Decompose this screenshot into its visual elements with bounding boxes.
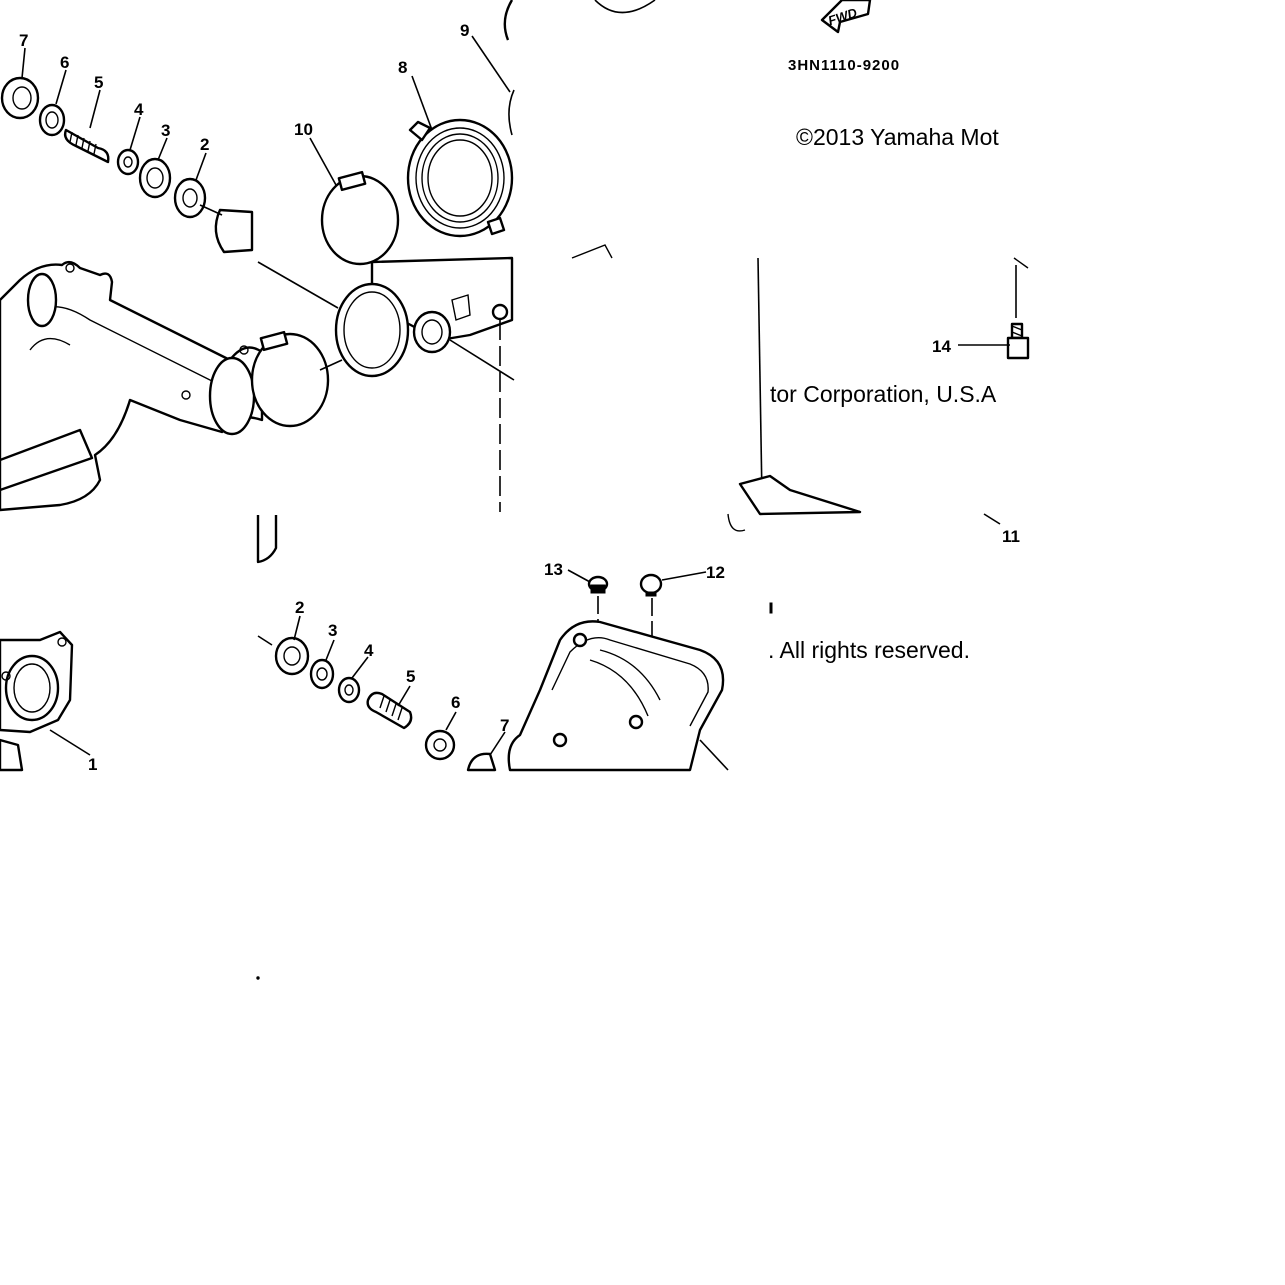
part-12-plug: [639, 573, 663, 597]
bottom-right-tile: 13 12 . All rights reserved.: [507, 560, 970, 772]
part-4-washer: [116, 148, 140, 176]
callout-6: 6: [60, 53, 69, 72]
drive-tube: [334, 256, 514, 378]
bottom-middle-tile: 2 3 4 5 6 7: [257, 598, 509, 772]
fwd-arrow-icon: FWD: [820, 0, 872, 34]
callout-4-lower: 4: [364, 641, 374, 660]
part-6-nut: [38, 103, 66, 137]
part-6-nut-lower: [424, 729, 456, 761]
callout-14: 14: [932, 337, 951, 356]
top-right-tile: FWD 3HN1110-9200 ©2013 Yamaha Mot: [594, 0, 999, 150]
callout-5: 5: [94, 73, 103, 92]
callout-3: 3: [161, 121, 170, 140]
part-10-clamp: [320, 170, 400, 266]
gear-case-cover: [507, 620, 725, 772]
middle-right-tile: 14 tor Corporation, U.S.A 11: [571, 244, 1030, 546]
axle-housing: [0, 260, 264, 512]
part-14-bolt: [1006, 322, 1030, 360]
callout-13: 13: [544, 560, 563, 579]
part-3-bearing: [138, 157, 172, 199]
part-code: 3HN1110-9200: [788, 57, 900, 74]
callout-2: 2: [200, 135, 209, 154]
callout-11: 11: [1002, 527, 1020, 546]
copyright-fragment-1: ©2013 Yamaha Mot: [796, 124, 999, 150]
top-left-tile: 7 6 5 4 3 2: [0, 31, 264, 512]
sleeve: [214, 208, 254, 254]
part-3-washer-lower: [309, 658, 335, 690]
callout-2-lower: 2: [295, 598, 304, 617]
fwd-label: FWD: [826, 5, 859, 29]
part-8-boot: [406, 118, 514, 238]
callout-8: 8: [398, 58, 407, 77]
part-2-bearing: [173, 177, 207, 219]
part-5-stud-lower: [366, 691, 413, 730]
callout-5-lower: 5: [406, 667, 415, 686]
callout-1: 1: [88, 755, 97, 774]
callout-7: 7: [19, 31, 28, 50]
callout-3-lower: 3: [328, 621, 337, 640]
part-4-washer-lower: [337, 676, 361, 704]
part-13-plug: [587, 575, 609, 594]
callout-10: 10: [294, 120, 313, 139]
copyright-fragment-2: tor Corporation, U.S.A: [770, 381, 997, 407]
part-2-bearing-lower: [274, 636, 310, 676]
callout-4: 4: [134, 100, 144, 119]
bottom-left-tile: 1: [0, 630, 260, 980]
copyright-fragment-3: . All rights reserved.: [768, 637, 970, 663]
callout-12: 12: [706, 563, 725, 582]
part-7-cap: [0, 76, 40, 120]
callout-9: 9: [460, 21, 469, 40]
top-middle-tile: 9 8 10: [250, 0, 515, 564]
part-1-flange: [0, 630, 74, 772]
callout-6-lower: 6: [451, 693, 460, 712]
part-5-stud: [63, 128, 110, 164]
callout-7-lower: 7: [500, 716, 509, 735]
